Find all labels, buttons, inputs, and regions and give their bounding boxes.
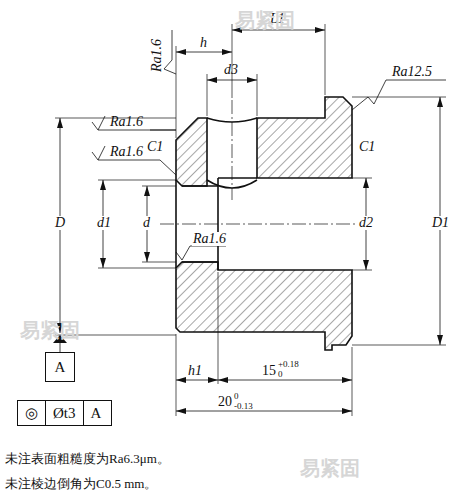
roughness-label: Ra1.6 (110, 115, 143, 129)
dimension-label: d1 (96, 216, 112, 230)
tolerance-label: +0.18 (278, 360, 299, 369)
frame-cell: ◎ (18, 401, 45, 425)
tolerance-label: 0 (278, 370, 283, 379)
dimension-label: d2 (358, 216, 374, 230)
dimension-label: h (200, 36, 207, 50)
watermark: 易紧固 (235, 10, 295, 30)
roughness-label: Ra1.6 (150, 39, 164, 72)
datum-box: A (45, 352, 75, 382)
dimension-label: D1 (431, 216, 450, 230)
watermark: 易紧固 (20, 320, 80, 340)
chamfer-label: C1 (358, 140, 376, 154)
chamfer-label: C1 (146, 140, 164, 154)
frame-cell: A (83, 401, 109, 425)
dimension-label: 20 (218, 395, 232, 409)
note-text: 未注表面粗糙度为Ra6.3μm。 (5, 452, 170, 465)
roughness-label: Ra12.5 (392, 65, 432, 79)
frame-cell: A (48, 353, 73, 381)
note-text: 未注棱边倒角为C0.5 mm。 (5, 477, 157, 490)
frame-cell: Øt3 (45, 401, 83, 425)
dimension-label: 15 (262, 364, 276, 378)
watermark: 易紧固 (300, 458, 360, 478)
tolerance-label: -0.13 (234, 402, 253, 411)
tolerance-frame: ◎Øt3A (17, 400, 112, 426)
dimension-label: h1 (188, 364, 202, 378)
dimension-label: d3 (224, 63, 238, 77)
tolerance-label: 0 (234, 392, 239, 401)
roughness-label: Ra1.6 (110, 145, 143, 159)
dimension-label: d (142, 216, 151, 230)
dimension-label: D (54, 216, 66, 230)
roughness-label: Ra1.6 (192, 232, 227, 246)
